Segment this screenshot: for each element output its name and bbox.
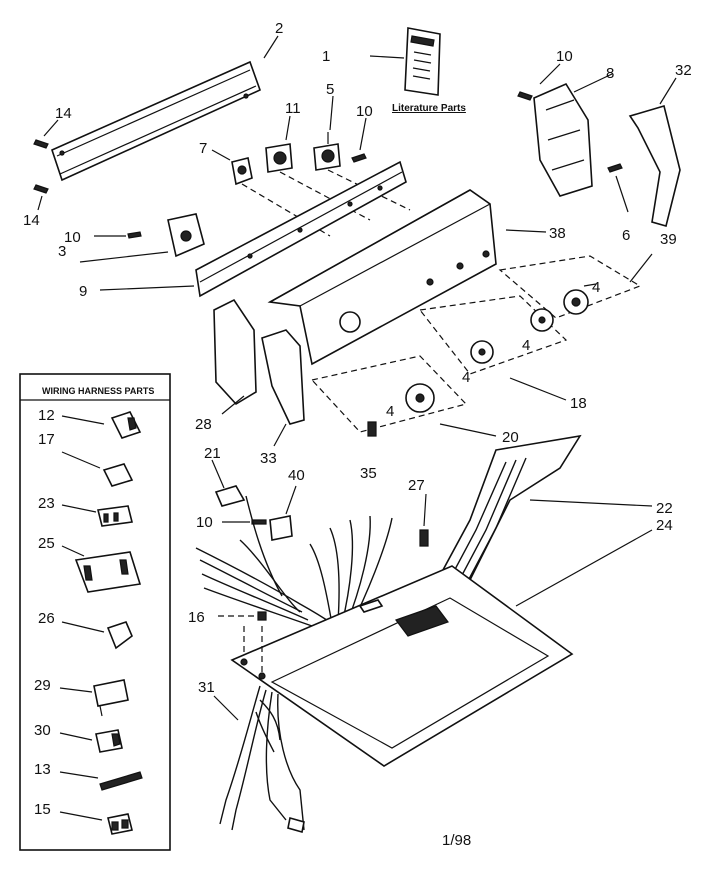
callout-27: 27 bbox=[408, 477, 425, 494]
screw-35 bbox=[367, 421, 377, 437]
harness-box-title: WIRING HARNESS PARTS bbox=[42, 386, 154, 396]
callout-10e: 10 bbox=[0, 0, 17, 4]
callout-4b: 4 bbox=[522, 337, 530, 354]
callout-32: 32 bbox=[675, 62, 692, 79]
callout-4c: 4 bbox=[462, 369, 470, 386]
callout-10a: 10 bbox=[356, 103, 373, 120]
callout-16: 16 bbox=[188, 609, 205, 626]
callout-39: 39 bbox=[660, 231, 677, 248]
harness-part-30-label: 30 bbox=[34, 722, 51, 739]
harness-part-23-label: 23 bbox=[38, 495, 55, 512]
harness-part-13-label: 13 bbox=[34, 761, 51, 778]
knob-4-center bbox=[470, 340, 494, 364]
end-cap-8 bbox=[533, 82, 593, 197]
callout-2: 2 bbox=[275, 20, 283, 37]
side-cap-33 bbox=[261, 329, 305, 425]
callout-1: 1 bbox=[322, 48, 330, 65]
connector-29 bbox=[93, 679, 129, 717]
callout-20: 20 bbox=[502, 429, 519, 446]
side-cap-28 bbox=[213, 298, 257, 406]
callout-14a: 14 bbox=[55, 105, 72, 122]
knob-frame-18 bbox=[418, 295, 568, 375]
callout-24: 24 bbox=[656, 517, 673, 534]
knob-4-right bbox=[563, 289, 589, 315]
connector-30 bbox=[95, 729, 123, 753]
switch-5 bbox=[313, 132, 341, 171]
screw-16 bbox=[257, 611, 267, 621]
callout-7: 7 bbox=[199, 140, 207, 157]
end-cap-32 bbox=[628, 104, 681, 227]
harness-part-25-label: 25 bbox=[38, 535, 55, 552]
callout-40: 40 bbox=[288, 467, 305, 484]
callout-28: 28 bbox=[195, 416, 212, 433]
connector-15 bbox=[107, 813, 133, 835]
callout-31: 31 bbox=[198, 679, 215, 696]
clip-21 bbox=[214, 485, 246, 507]
connector-23 bbox=[97, 505, 133, 527]
connector-40 bbox=[269, 515, 293, 541]
screw-6 bbox=[607, 163, 623, 173]
harness-part-15-label: 15 bbox=[34, 801, 51, 818]
screw-10-right bbox=[517, 91, 533, 101]
callout-21: 21 bbox=[204, 445, 221, 462]
harness-part-12-label: 12 bbox=[38, 407, 55, 424]
screw-14-bottom bbox=[33, 184, 49, 194]
knob-4-left bbox=[405, 383, 435, 413]
screw-27 bbox=[419, 529, 429, 547]
knob-4-mid bbox=[530, 308, 554, 332]
wiring-harness-parts-box bbox=[19, 373, 171, 851]
knob-frame-39 bbox=[498, 255, 642, 319]
connector-12 bbox=[110, 411, 142, 439]
callout-4a: 4 bbox=[592, 279, 600, 296]
switch-7 bbox=[231, 157, 253, 186]
screw-10-top bbox=[351, 153, 367, 163]
screw-14-top bbox=[33, 139, 49, 149]
literature-booklet bbox=[404, 27, 441, 96]
callout-11: 11 bbox=[285, 100, 301, 117]
harness-part-29-label: 29 bbox=[34, 677, 51, 694]
knob-frame-20 bbox=[310, 355, 468, 433]
callout-10c: 10 bbox=[556, 48, 573, 65]
callout-4d: 4 bbox=[386, 403, 394, 420]
callout-14b: 14 bbox=[23, 212, 40, 229]
callout-6: 6 bbox=[622, 227, 630, 244]
console-38 bbox=[267, 189, 497, 366]
screw-10-left bbox=[127, 231, 142, 239]
harness-part-17-label: 17 bbox=[38, 431, 55, 448]
control-bracket-9 bbox=[195, 160, 407, 298]
literature-parts-label: Literature Parts bbox=[392, 103, 466, 114]
callout-8: 8 bbox=[606, 65, 614, 82]
callout-38: 38 bbox=[549, 225, 566, 242]
connector-25 bbox=[74, 551, 142, 593]
terminal-26 bbox=[106, 621, 133, 650]
callout-5: 5 bbox=[326, 81, 334, 98]
top-panel-24 bbox=[230, 565, 574, 767]
date-code: 1/98 bbox=[442, 832, 471, 849]
console-back-panel bbox=[51, 60, 262, 182]
callout-3: 3 bbox=[58, 243, 66, 260]
terminal-13 bbox=[99, 771, 143, 791]
callout-33: 33 bbox=[260, 450, 277, 467]
callout-10d: 10 bbox=[196, 514, 213, 531]
switch-11 bbox=[265, 143, 293, 173]
callout-9: 9 bbox=[79, 283, 87, 300]
connector-17 bbox=[102, 463, 134, 487]
callout-18: 18 bbox=[570, 395, 587, 412]
callout-22: 22 bbox=[656, 500, 673, 517]
timer-3 bbox=[167, 213, 205, 258]
callout-10b: 10 bbox=[64, 229, 81, 246]
screw-10-harness bbox=[251, 519, 267, 525]
callout-35: 35 bbox=[360, 465, 377, 482]
harness-part-26-label: 26 bbox=[38, 610, 55, 627]
